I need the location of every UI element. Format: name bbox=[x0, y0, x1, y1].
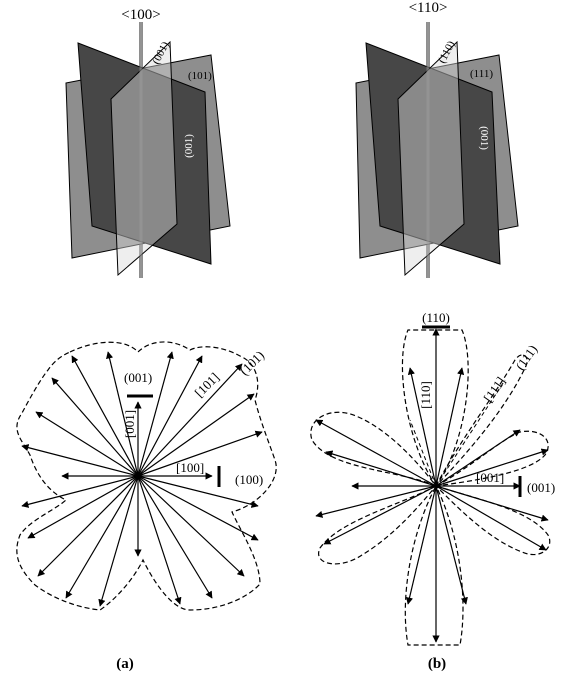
axis-label-110: <110> bbox=[409, 0, 448, 16]
petal-111-dashed-b bbox=[435, 354, 528, 487]
plane-001-light-shape bbox=[110, 40, 178, 277]
plane-label-a-100: (100) bbox=[235, 472, 263, 487]
plane-label-001-front: (001) bbox=[183, 134, 195, 158]
lobe-outline-a bbox=[16, 341, 277, 611]
plane-110-light-shape bbox=[397, 40, 465, 277]
vector-label-a-001: [001] bbox=[122, 410, 137, 438]
vector-label-b-001: [001] bbox=[476, 470, 504, 485]
caption-a: (a) bbox=[116, 656, 134, 672]
plane-label-111: (111) bbox=[470, 68, 493, 80]
vectors-b bbox=[315, 328, 549, 643]
panel-b-polar: (110) [110] [111] (111) [001] (001) (b) bbox=[310, 310, 555, 672]
plane-label-101: (101) bbox=[188, 70, 212, 82]
plane-label-a-001: (001) bbox=[124, 370, 152, 385]
vector-label-a-100: [100] bbox=[176, 460, 204, 475]
plane-label-b-111: (111) bbox=[512, 342, 540, 373]
petal-left-lower-b bbox=[318, 485, 437, 565]
panel-b-planes: <110> (110) (111) (001) bbox=[355, 0, 519, 278]
panel-a-polar: (001) [001] [101] (101) [100] (100) (a) bbox=[16, 341, 277, 672]
vectors-a bbox=[21, 351, 263, 607]
plane-label-a-101: (101) bbox=[237, 348, 268, 379]
plane-back-dark-shape-b bbox=[365, 42, 501, 265]
panel-a-planes: <100> (001) (101) (001) bbox=[65, 7, 231, 278]
plane-label-b-001: (001) bbox=[527, 480, 555, 495]
vector-label-b-110: [110] bbox=[418, 381, 433, 409]
vector-label-b-111: [111] bbox=[480, 374, 508, 405]
plane-label-b-110: (110) bbox=[422, 310, 450, 325]
vectors-b-light bbox=[409, 379, 506, 487]
plane-label-001-front-b: (001) bbox=[478, 126, 490, 150]
petal-right-upper-b bbox=[435, 430, 549, 487]
vector-label-a-101: [101] bbox=[192, 370, 223, 401]
axis-label-100: <100> bbox=[121, 7, 160, 23]
caption-b: (b) bbox=[428, 656, 446, 672]
